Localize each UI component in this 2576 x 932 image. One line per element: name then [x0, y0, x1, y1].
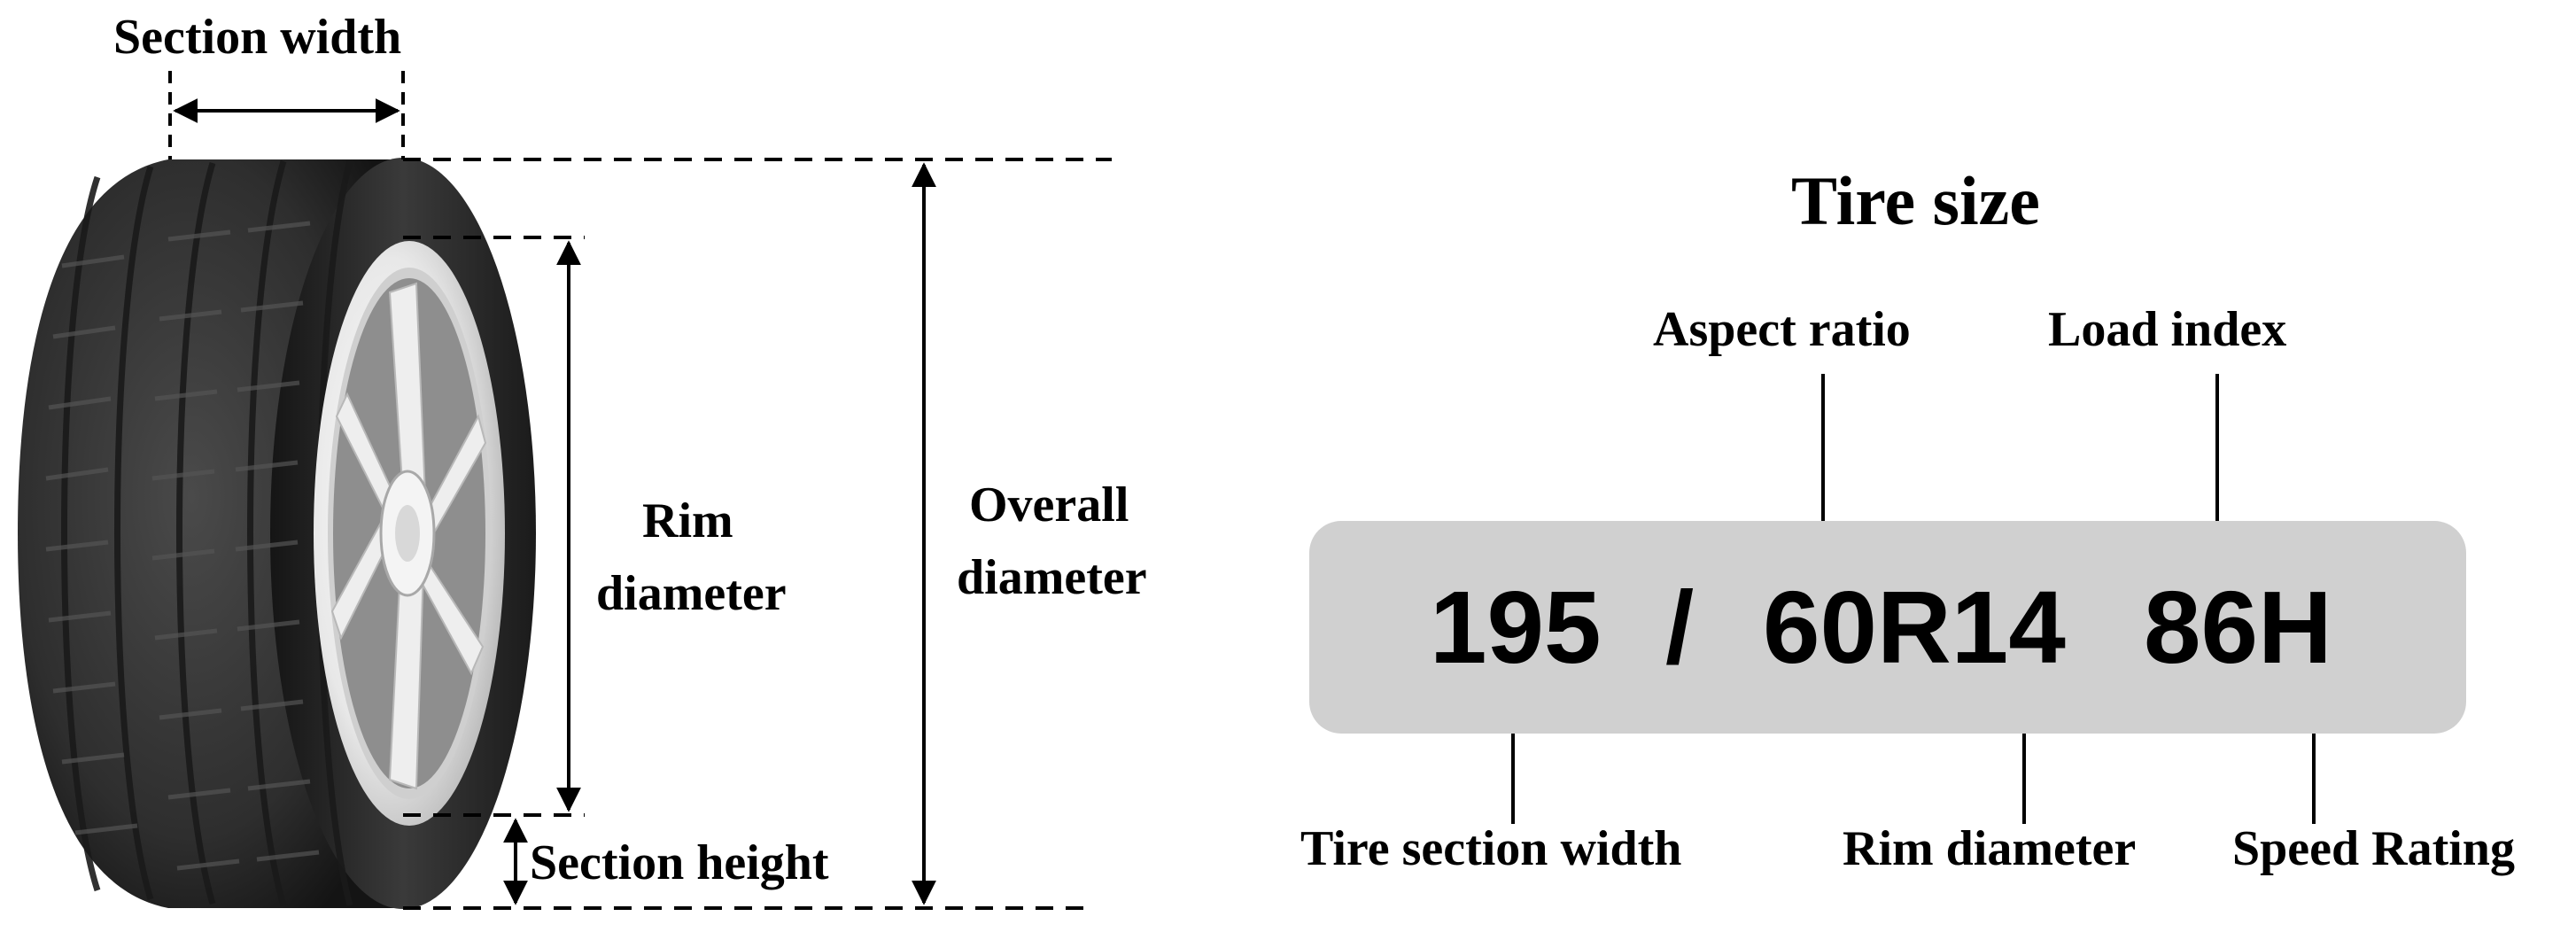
- rim-diameter-code-label: Rim diameter: [1843, 821, 2137, 876]
- rim-diameter-label-line2: diameter: [596, 566, 787, 621]
- overall-diameter-label-line1: Overall: [969, 478, 1129, 532]
- overall-diameter-label-line2: diameter: [957, 550, 1147, 605]
- tire-size-title: Tire size: [1791, 162, 2040, 239]
- wheel-rim: [314, 241, 505, 826]
- section-width-label: Section width: [113, 10, 402, 65]
- code-width: 195: [1430, 570, 1602, 685]
- tire-section-width-label: Tire section width: [1300, 821, 1682, 876]
- code-load-speed: 86H: [2144, 570, 2332, 685]
- rim-diameter-label-line1: Rim: [642, 493, 733, 548]
- aspect-ratio-label: Aspect ratio: [1653, 302, 1911, 357]
- load-index-label: Load index: [2048, 302, 2287, 357]
- tire-size-plate: [1309, 521, 2466, 734]
- speed-rating-label: Speed Rating: [2232, 821, 2515, 876]
- code-slash: /: [1665, 570, 1695, 685]
- code-aspect-construction-rim: 60R14: [1763, 570, 2066, 685]
- section-height-label: Section height: [530, 835, 829, 890]
